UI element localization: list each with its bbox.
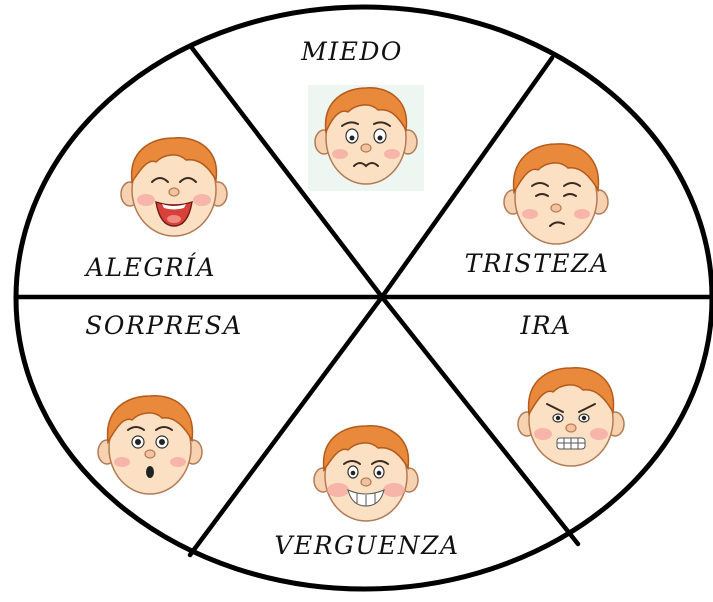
happy-face-icon (120, 137, 228, 237)
label-miedo: MIEDO (300, 37, 403, 66)
scared-face-icon (308, 85, 424, 191)
divider-upper-right (379, 55, 555, 300)
label-ira: IRA (519, 311, 571, 340)
embarrassed-face-icon (313, 425, 419, 522)
label-alegria: ALEGRÍA (84, 253, 216, 282)
divider-lower-left (187, 294, 385, 558)
angry-face-icon (517, 367, 625, 467)
label-sorpresa: SORPRESA (85, 311, 243, 340)
label-tristeza: TRISTEZA (465, 249, 610, 278)
sad-face-icon (503, 143, 609, 245)
wheel-dividers (13, 45, 713, 558)
label-verguenza: VERGUENZA (274, 531, 459, 560)
divider-upper-left (189, 45, 385, 300)
surprised-face-icon (97, 395, 203, 495)
divider-lower-right (379, 294, 581, 547)
